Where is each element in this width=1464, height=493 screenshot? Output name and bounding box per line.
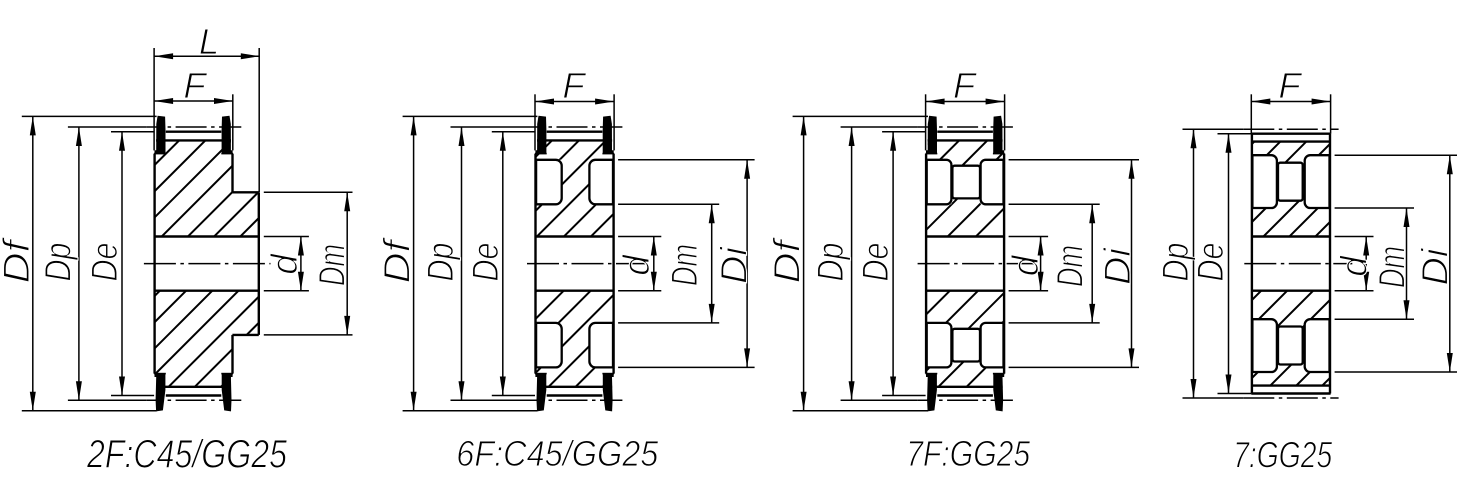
svg-text:Di: Di xyxy=(1415,247,1456,286)
svg-text:De: De xyxy=(855,243,896,282)
svg-text:Df: Df xyxy=(377,236,418,283)
svg-text:7F:GG25: 7F:GG25 xyxy=(906,433,1031,474)
svg-text:Di: Di xyxy=(1097,246,1138,285)
svg-text:d: d xyxy=(1334,255,1375,277)
svg-text:Df: Df xyxy=(767,236,808,283)
svg-text:Dp: Dp xyxy=(810,243,851,282)
svg-text:d: d xyxy=(616,254,657,276)
svg-text:F: F xyxy=(562,65,586,106)
svg-text:Dm: Dm xyxy=(664,244,705,286)
svg-text:L: L xyxy=(199,21,219,62)
svg-text:d: d xyxy=(264,253,305,275)
svg-text:6F:C45/GG25: 6F:C45/GG25 xyxy=(456,433,659,474)
svg-text:F: F xyxy=(1278,65,1302,106)
svg-text:Dm: Dm xyxy=(1372,246,1413,288)
svg-text:Dp: Dp xyxy=(1155,243,1196,282)
svg-text:Df: Df xyxy=(0,236,37,283)
svg-text:Dm: Dm xyxy=(312,244,353,286)
svg-text:De: De xyxy=(1190,243,1231,282)
svg-text:De: De xyxy=(465,243,506,282)
svg-text:Dp: Dp xyxy=(420,243,461,282)
svg-text:F: F xyxy=(183,65,207,106)
svg-text:Dp: Dp xyxy=(37,243,78,282)
svg-text:2F:C45/GG25: 2F:C45/GG25 xyxy=(86,432,288,476)
svg-text:De: De xyxy=(84,243,125,282)
svg-text:d: d xyxy=(1005,254,1046,276)
svg-text:Di: Di xyxy=(714,245,755,284)
svg-text:F: F xyxy=(953,65,977,106)
svg-text:7:GG25: 7:GG25 xyxy=(1233,433,1332,475)
svg-text:Dm: Dm xyxy=(1050,245,1091,287)
